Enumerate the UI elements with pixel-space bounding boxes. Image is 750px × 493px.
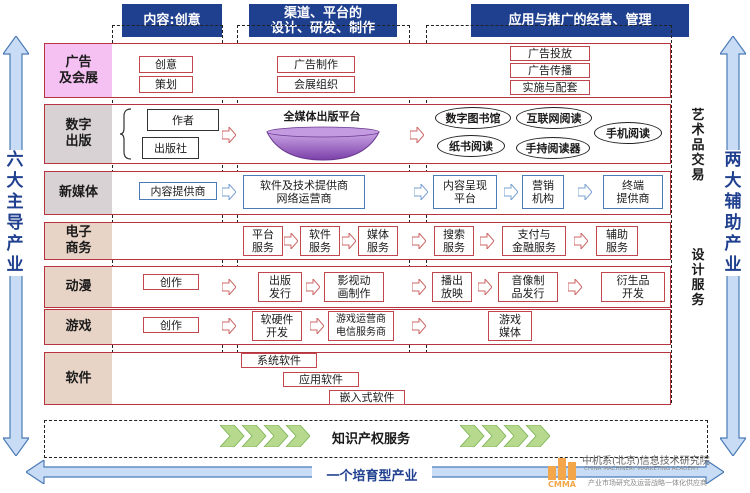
flow-arrow-icon [222,318,236,334]
oval-mobile-reading: 手机阅读 [594,122,662,144]
games-creation-box: 创作 [143,317,199,333]
row-games-label: 游戏 [45,310,112,344]
system-software-box: 系统软件 [241,353,317,368]
oval-internet-reading: 互联网阅读 [516,107,592,129]
row-digital-label: 数字 出版 [45,105,112,163]
aux-art-trading: 艺术品交易 [691,108,705,183]
ip-service-frame [44,420,708,458]
content-provider-box: 内容提供商 [139,182,217,200]
oval-handheld-reader: 手持阅读器 [516,137,590,159]
broadcast-screening-box: 播出 放映 [432,272,472,302]
watermark-logo-text: CMMA [548,480,576,489]
game-operator-box: 游戏运营商 电信服务商 [328,311,394,341]
auxiliary-service-box: 辅助 服务 [596,226,638,256]
flow-arrow-icon [284,233,298,249]
digital-author-box: 作者 [147,109,219,131]
application-software-box: 应用软件 [283,372,359,387]
incubation-label: 一个培育型产业 [312,465,432,484]
row-ecommerce-label: 电子 商务 [45,223,112,259]
flow-arrow-icon [574,233,588,249]
left-title: 六大主导产业 [4,150,26,276]
chevrons-right-icon [460,425,550,447]
row-software-label: 软件 [45,353,112,404]
flow-arrow-icon [222,127,236,143]
ads-planning-box: 策划 [139,76,193,93]
header-content: 内容:创意 [122,4,222,37]
header-channel: 渠道、平台的 设计、研发、制作 [249,4,397,37]
publish-distribute-box: 出版 发行 [258,272,302,302]
watermark-title: 中机系(北京)信息技术研究院 [582,456,710,467]
ads-exhibition-box: 会展组织 [277,76,355,93]
row-animation-label: 动漫 [45,267,112,307]
ads-creative-box: 创意 [139,56,193,73]
flow-arrow-icon [504,184,518,200]
software-operator-box: 软件及技术提供商 网络运营商 [243,175,365,209]
aux-design-service: 设计服务 [691,248,705,308]
oval-digital-library: 数字图书馆 [435,107,511,129]
ads-placement-box: 广告投放 [510,46,590,61]
ads-spread-box: 广告传播 [510,63,590,78]
embedded-software-box: 嵌入式软件 [329,390,405,405]
watermark: 中机系(北京)信息技术研究院 CHINA MACHINERY MARKETING… [546,452,746,490]
software-service-box: 软件 服务 [300,226,340,256]
media-service-box: 媒体 服务 [358,226,398,256]
row-newmedia-label: 新媒体 [45,172,112,214]
row-ecommerce [44,222,671,260]
platform-bowl-icon [266,126,380,161]
content-platform-box: 内容呈现 平台 [433,175,497,209]
chevrons-left-icon [220,425,310,447]
flow-arrow-icon [306,279,320,295]
platform-service-box: 平台 服务 [243,226,283,256]
row-ads-label: 广告 及会展 [45,44,112,97]
flow-arrow-icon [578,184,592,200]
flow-arrow-icon [412,318,426,334]
flow-arrow-icon [478,279,492,295]
film-animation-box: 影视动 画制作 [324,272,384,302]
flow-arrow-icon [568,279,582,295]
flow-arrow-icon [342,233,356,249]
derivative-dev-box: 衍生品 开发 [601,272,665,302]
av-distribution-box: 音像制 品发行 [498,272,558,302]
digital-publisher-box: 出版社 [142,137,199,159]
hardware-software-box: 软硬件 开发 [252,311,302,341]
right-title: 两大辅助产业 [722,150,744,276]
marketing-agency-box: 营销 机构 [522,175,564,209]
flow-arrow-icon [410,127,424,143]
payment-finance-box: 支付与 金融服务 [502,226,566,256]
platform-title: 全媒体出版平台 [283,110,361,123]
oval-paper-reading: 纸书阅读 [437,135,505,157]
search-service-box: 搜索 服务 [434,226,474,256]
flow-arrow-icon [412,233,426,249]
animation-creation-box: 创作 [143,274,199,290]
flow-arrow-icon [480,233,494,249]
watermark-tagline: 产业市场研究及运营战略一体化供应商 [588,479,707,487]
terminal-provider-box: 终端 提供商 [603,175,663,209]
flow-arrow-icon [414,184,428,200]
flow-arrow-icon [310,318,324,334]
flow-arrow-icon [222,184,236,200]
flow-arrow-icon [412,279,426,295]
ads-production-box: 广告制作 [277,56,355,73]
flow-arrow-icon [222,279,236,295]
brace-icon [120,108,132,160]
cmma-logo-icon [548,458,576,480]
watermark-en: CHINA MACHINERY MARKETING ACADEMY [584,466,700,472]
ip-service-label: 知识产权服务 [331,432,410,447]
header-application: 应用与推广的经营、管理 [471,4,689,37]
game-media-box: 游戏 媒体 [488,311,532,341]
ads-implementation-box: 实施与配套 [510,80,590,95]
